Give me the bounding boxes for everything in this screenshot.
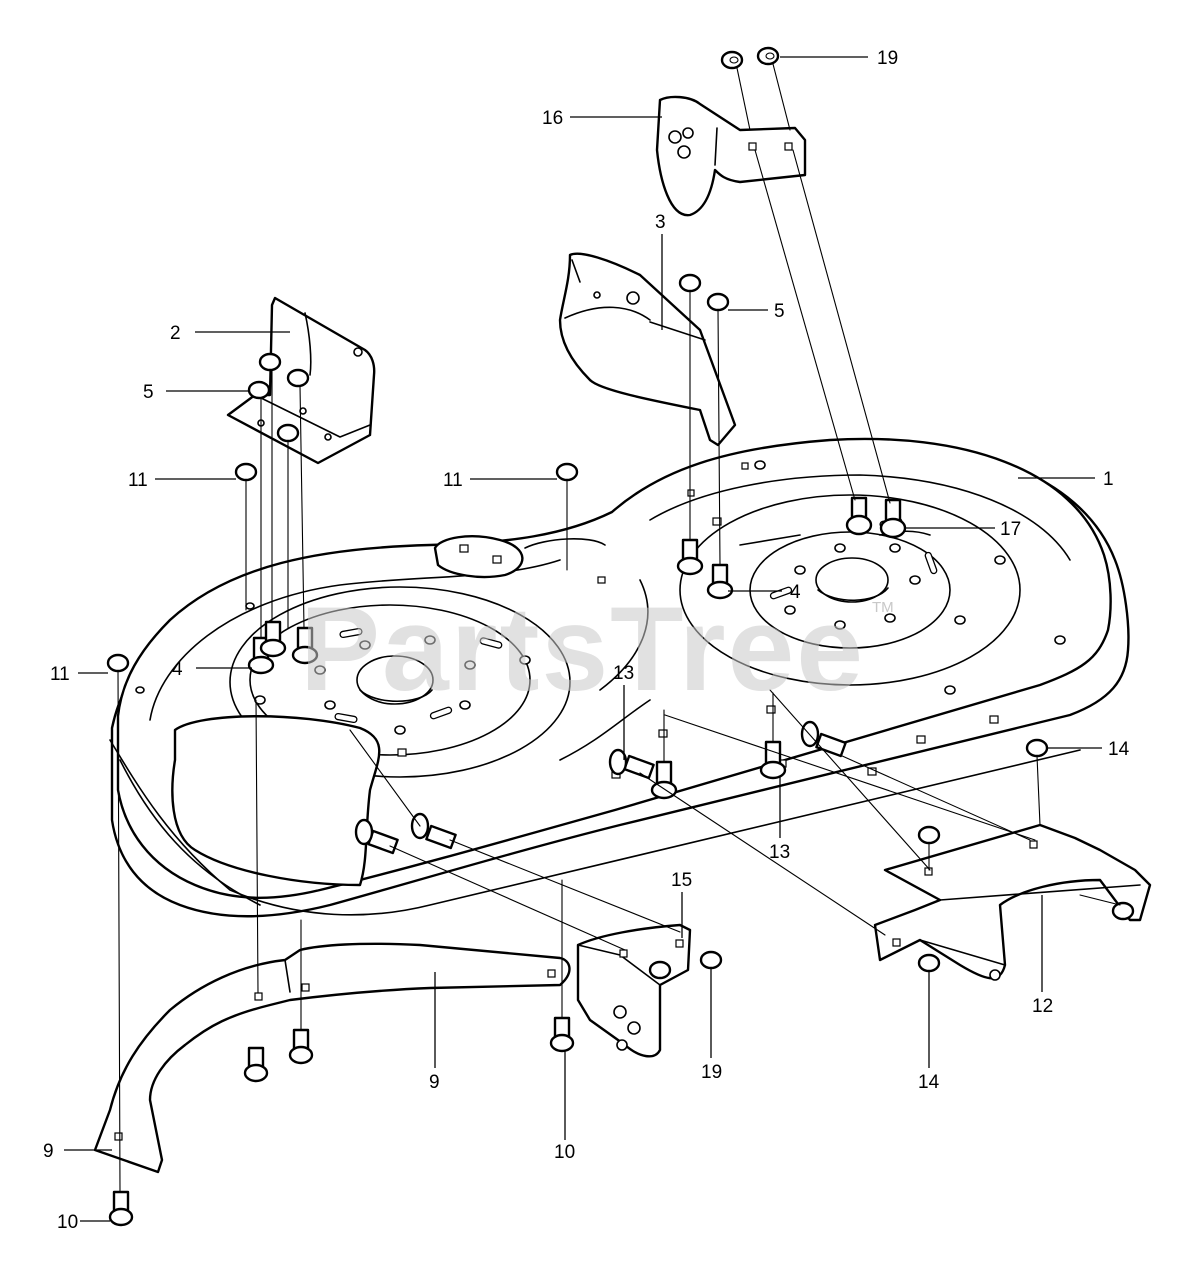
callout-15: 15 bbox=[671, 870, 692, 891]
callout-9-center: 9 bbox=[429, 1072, 440, 1093]
hardware bbox=[106, 273, 1135, 1227]
bolt-4-left-b bbox=[259, 620, 287, 658]
callout-5-right: 5 bbox=[774, 301, 785, 322]
bolt-10-c bbox=[549, 1016, 575, 1053]
bolt-10-d bbox=[108, 1190, 134, 1227]
baffle-9 bbox=[93, 942, 571, 1174]
callout-12: 12 bbox=[1032, 996, 1053, 1017]
callout-19-lower: 19 bbox=[701, 1062, 722, 1083]
bolt-13-a bbox=[650, 760, 678, 800]
bolt-side-c bbox=[800, 720, 847, 758]
bolt-13-c bbox=[608, 748, 655, 780]
deck-housing bbox=[109, 437, 1130, 918]
bracket-3 bbox=[558, 252, 737, 447]
bracket-15 bbox=[576, 923, 692, 1058]
bolt-17-a bbox=[845, 496, 873, 536]
callout-9-left: 9 bbox=[43, 1141, 54, 1162]
callout-10-center: 10 bbox=[554, 1142, 575, 1163]
bolt-4-left-c bbox=[291, 626, 319, 665]
callout-13-lower: 13 bbox=[769, 842, 790, 863]
assembly-lines bbox=[117, 63, 1121, 1193]
bolt-4-right-a bbox=[676, 538, 704, 576]
spindle-mount-holes bbox=[135, 460, 1066, 735]
nuts-19-top bbox=[720, 46, 780, 70]
bolt-10-a bbox=[243, 1046, 269, 1083]
callout-11-left: 11 bbox=[50, 664, 70, 685]
callout-11-center: 11 bbox=[443, 470, 463, 491]
callout-1: 1 bbox=[1103, 469, 1114, 490]
callout-3: 3 bbox=[655, 212, 666, 233]
watermark: PartsTree TM bbox=[300, 582, 894, 716]
callout-16: 16 bbox=[542, 108, 563, 129]
callout-14-lower: 14 bbox=[918, 1072, 940, 1093]
callout-5-left: 5 bbox=[143, 382, 154, 403]
bolt-4-right-b bbox=[706, 563, 734, 600]
watermark-tm: TM bbox=[872, 599, 894, 616]
callout-4-right: 4 bbox=[790, 582, 801, 603]
watermark-text: PartsTree bbox=[300, 582, 865, 716]
callouts: 1 2 3 4 4 5 5 9 9 10 10 11 11 bbox=[43, 48, 1130, 1233]
callout-2: 2 bbox=[170, 323, 181, 344]
bracket-16 bbox=[655, 95, 807, 217]
callout-13-upper: 13 bbox=[613, 663, 634, 684]
callout-10-left: 10 bbox=[57, 1212, 78, 1233]
callout-11-upper-left: 11 bbox=[128, 470, 148, 491]
callout-4-left: 4 bbox=[172, 659, 183, 680]
bolt-10-b bbox=[288, 1028, 314, 1065]
bolt-side-a bbox=[354, 818, 399, 855]
callout-19-top: 19 bbox=[877, 48, 898, 69]
callout-14-right: 14 bbox=[1108, 739, 1130, 760]
bracket-12 bbox=[873, 823, 1152, 981]
callout-17: 17 bbox=[1000, 519, 1021, 540]
